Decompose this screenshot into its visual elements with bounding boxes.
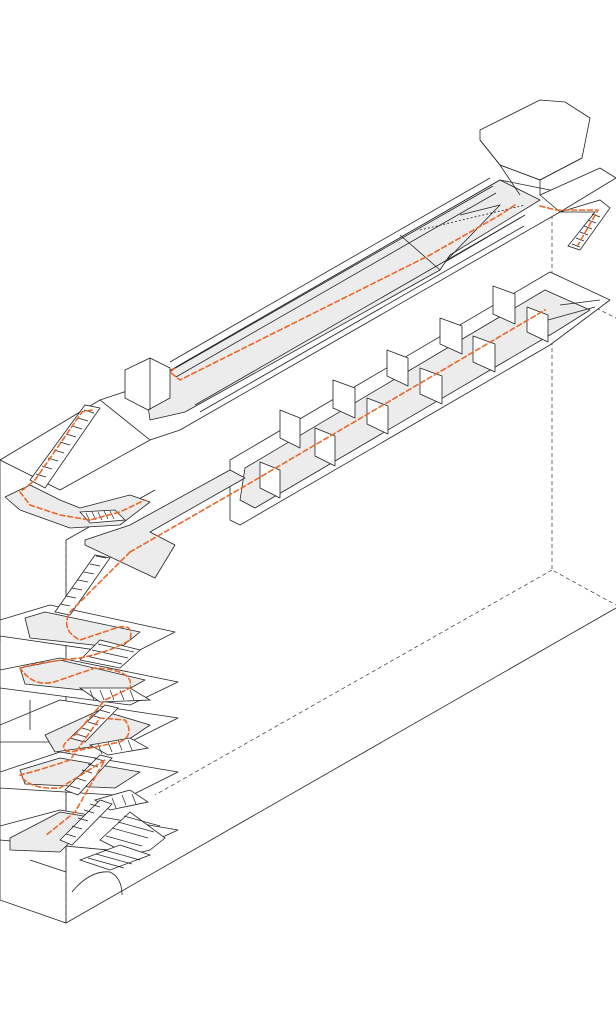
entrance-pavilion	[479, 99, 616, 213]
landing-walkway	[4, 484, 151, 529]
ground-opening	[29, 700, 123, 896]
route-upper-stair	[19, 409, 146, 521]
route-lower-platform	[129, 309, 546, 553]
route-right-stair	[539, 205, 599, 246]
route-tower-descent	[19, 551, 132, 837]
connector-walkway	[84, 469, 246, 579]
upper-right-stair	[559, 199, 611, 251]
upper-left-stair	[0, 399, 151, 491]
platform-wall-fins	[259, 285, 549, 499]
route-upper-platform	[169, 204, 516, 381]
tower-stairs	[54, 554, 166, 871]
upper-platform	[99, 177, 576, 441]
circulation-route	[19, 204, 599, 837]
